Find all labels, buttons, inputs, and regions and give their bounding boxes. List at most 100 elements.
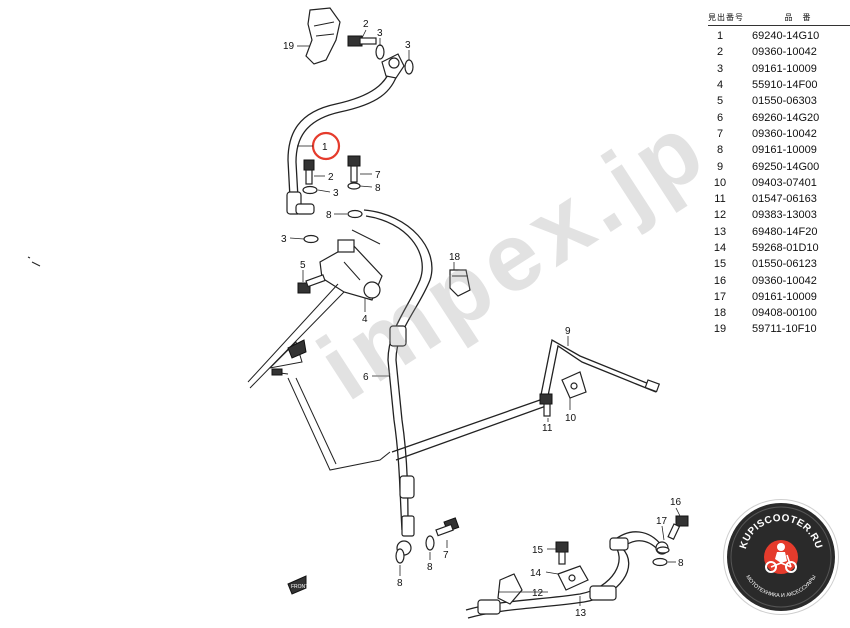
ref-number: 2 [716,46,724,59]
ref-number: 12 [713,209,727,222]
callout-11: 11 [542,423,553,434]
parts-table-row: 18 09408-00100 [708,305,850,321]
parts-table-row: 14 59268-01D10 [708,240,850,256]
ref-number: 13 [713,225,727,238]
parts-table-header: 見出番号 品 番 [708,12,850,26]
callout-17: 17 [656,516,668,527]
part-number: 09360-10042 [752,274,817,287]
part-15-bolt [555,541,569,565]
part-10-clamp [561,371,587,399]
part-number: 09403-07401 [752,176,817,189]
leader-16 [675,507,681,517]
callout-1: 1 [322,142,328,153]
washer-17 [656,546,670,554]
washer-8-lower-a [425,535,435,551]
ref-number: 18 [713,307,727,320]
callout-18: 18 [449,252,461,263]
ref-number: 10 [713,176,727,189]
part-number: 09161-10009 [752,62,817,75]
ref-number: 11 [714,193,726,206]
stray-mark [31,261,41,267]
stray-mark [27,256,31,259]
callout-8: 8 [427,562,433,573]
ref-number: 16 [713,274,727,287]
part-number: 09408-00100 [752,307,817,320]
ref-number: 4 [716,79,724,92]
front-label: FRONT [291,584,308,590]
part-number: 59268-01D10 [752,242,819,254]
part-number: 09161-10009 [752,290,817,303]
callout-4: 4 [362,314,368,325]
leader-3d [289,237,305,240]
washer-3-top-b [404,59,414,75]
scooter-rider-icon [764,540,798,574]
callout-16: 16 [670,497,682,508]
part-2-bolt-left [303,159,315,185]
callout-2: 2 [328,172,334,183]
part-number: 69260-14G20 [752,111,820,124]
ref-number: 3 [716,62,724,75]
ref-number: 17 [713,290,727,303]
ref-number: 8 [716,144,724,157]
part-16-bolt [667,515,689,541]
callout-6: 6 [363,372,369,383]
parts-table-row: 13 69480-14F20 [708,224,850,240]
header-part-no: 品 番 [784,13,812,22]
washer-8-lower-b [395,548,405,564]
washer-3-left-b [303,234,319,244]
callout-2: 2 [363,19,369,30]
parts-table-row: 11 01547-06163 [708,191,850,207]
part-4-joint [319,229,383,301]
part-7-bolt-lower [435,517,460,537]
callout-19: 19 [283,41,295,52]
part-number: 01547-06163 [752,193,817,206]
ref-number: 6 [716,111,724,124]
parts-table-row: 3 09161-10009 [708,61,850,77]
callout-3: 3 [281,234,287,245]
callout-3: 3 [377,28,383,39]
header-ref-no: 見出番号 [708,13,744,22]
part-11-bolt [539,393,553,417]
leader-3c [317,189,331,193]
ref-number: 14 [713,242,727,254]
part-12-clip [497,573,523,605]
ref-number: 15 [713,258,727,271]
front-arrow-lower: FRONT [287,575,308,595]
callout-7: 7 [375,170,381,181]
ref-number: 1 [716,30,724,43]
callout-12: 12 [532,588,544,599]
svg-text:МОТОТЕХНИКА И АКСЕССУАРЫ: МОТОТЕХНИКА И АКСЕССУАРЫ [744,574,817,599]
callout-8: 8 [326,210,332,221]
part-number: 69480-14F20 [752,225,818,238]
leader-17 [661,525,665,541]
part-number: 01550-06303 [752,95,817,108]
shop-logo: KUPISCOOTER.RU МОТОТЕХНИКА И АКСЕССУАРЫ [727,503,835,611]
logo-bottom-text: МОТОТЕХНИКА И АКСЕССУАРЫ [744,574,817,599]
callout-15: 15 [532,545,544,556]
part-number: 09360-10042 [752,46,817,59]
parts-table-row: 5 01550-06303 [708,93,850,109]
part-9-pipe [391,338,661,461]
parts-table-row: 10 09403-07401 [708,175,850,191]
callout-3: 3 [405,40,411,51]
washer-8-upper-a [347,182,361,190]
washer-3-left-a [302,185,318,195]
ref-number: 5 [716,95,724,108]
part-7-bolt-upper [347,155,361,183]
washer-8-upper-b [347,209,363,219]
part-14-clamp [557,565,589,591]
part-6-hose [363,209,433,556]
ref-number: 19 [713,323,727,336]
